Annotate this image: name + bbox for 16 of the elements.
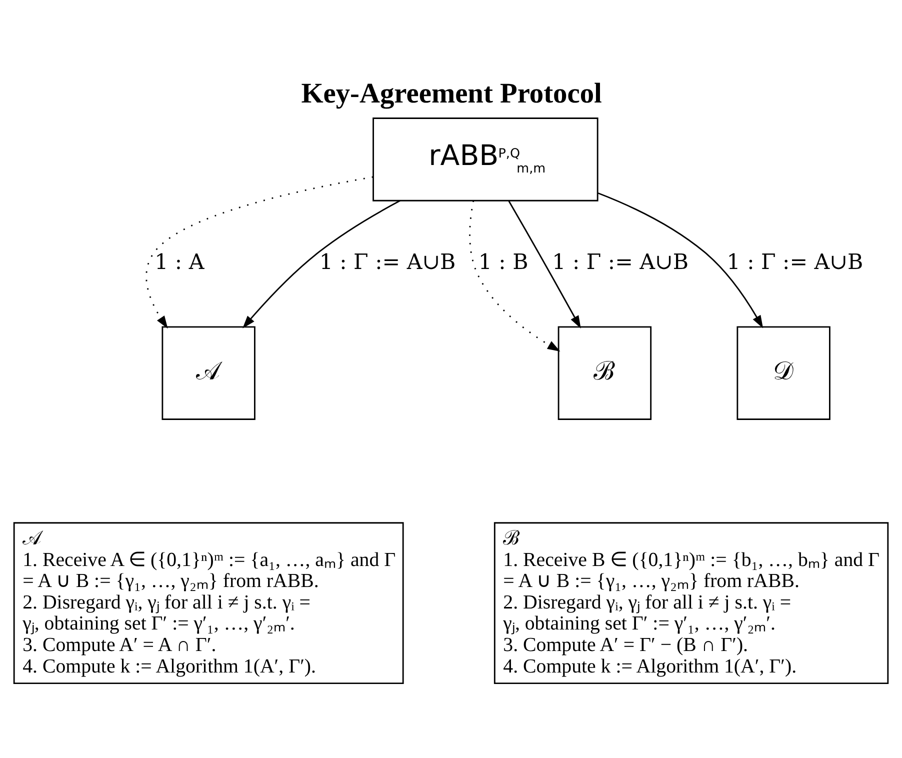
edge-label: 1 : A	[154, 249, 204, 274]
node-box: ℬ 1. Receive B ∈ ({0,1}ⁿ)ᵐ := {b₁, …, bₘ} and Γ = A ∪ B := {γ₁, …, γ₂ₘ} from rABB. 2. Disregard γᵢ, γⱼ for all i ≠ j s.t. γᵢ = γⱼ, obtaining set Γ′ := γ′₁, …, γ′₂ₘ′. 3. Compute A′ = Γ′ − (B ∩ Γ′). 4. Compute k := Algorithm 1(A′, Γ′).	[494, 522, 889, 684]
arrow	[598, 192, 764, 328]
arrow	[508, 200, 581, 328]
edge-label: 1 : B	[478, 249, 528, 274]
node-box: 𝒜	[162, 326, 256, 420]
arrow	[242, 200, 401, 328]
node-box: 𝒟	[736, 326, 830, 420]
node-box: ℬ	[558, 326, 652, 420]
edge-label: 1 : Γ := A∪B	[319, 249, 456, 274]
arrow	[469, 200, 560, 351]
arrow	[146, 176, 374, 328]
edge-label: 1 : Γ := A∪B	[726, 249, 864, 274]
diagram-title: Key-Agreement Protocol	[301, 78, 602, 110]
node-box: 𝒜 1. Receive A ∈ ({0,1}ⁿ)ᵐ := {a₁, …, aₘ} and Γ = A ∪ B := {γ₁, …, γ₂ₘ} from rABB. 2. Disregard γᵢ, γⱼ for all i ≠ j s.t. γᵢ = γⱼ, obtaining set Γ′ := γ′₁, …, γ′₂ₘ′. 3. Compute A′ = A ∩ Γ′. 4. Compute k := Algorithm 1(A′, Γ′).	[13, 522, 404, 684]
edge-label: 1 : Γ := A∪B	[552, 249, 689, 274]
